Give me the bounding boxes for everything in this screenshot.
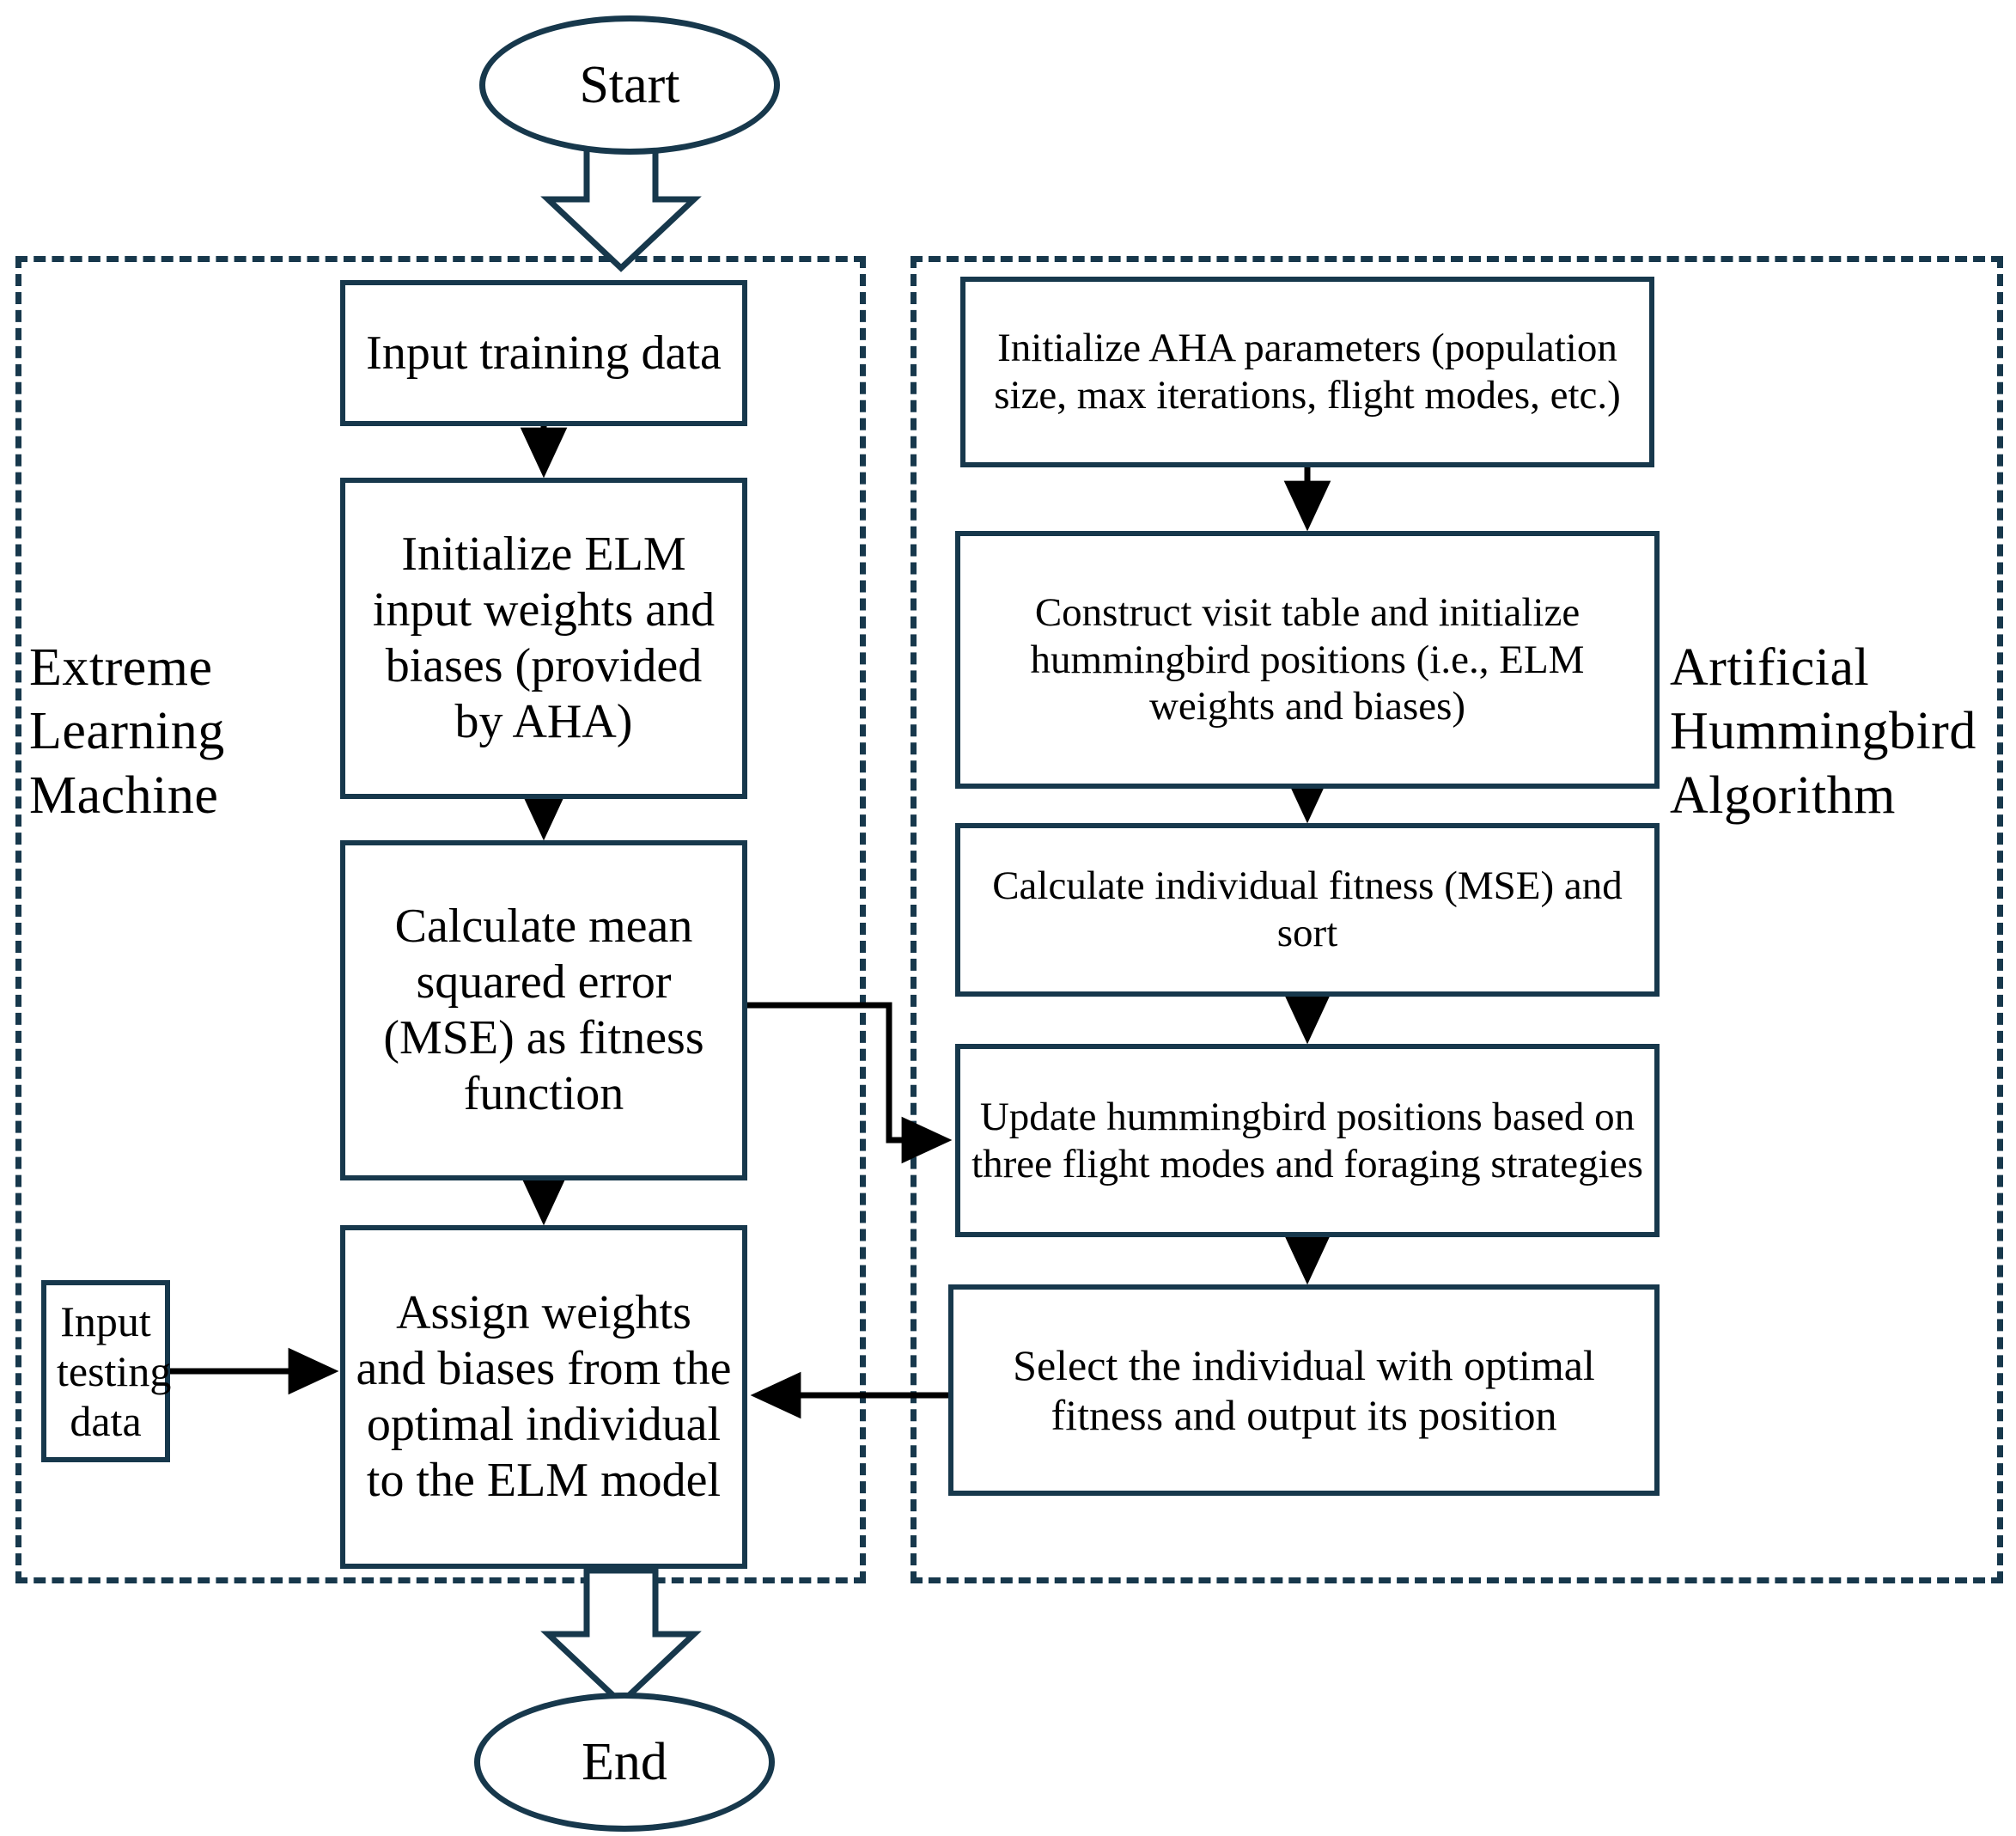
terminator-start[interactable]: Start [479, 15, 780, 155]
panel-label-artificial-hummingbird-algorithm: Artificial Hummingbird Algorithm [1670, 638, 1976, 825]
node-calculate-mse-fitness-label: Calculate mean squared error (MSE) as fi… [383, 900, 704, 1120]
node-input-testing-data[interactable]: Input testing data [41, 1280, 172, 1462]
panel-extreme-learning-machine [15, 256, 866, 1583]
block-arrow-start-to-input-training [540, 134, 702, 272]
terminator-start-label: Start [579, 55, 680, 114]
node-select-optimal-individual-label: Select the individual with optimal fitne… [1013, 1341, 1595, 1439]
node-assign-weights-to-elm-label: Assign weights and biases from the optim… [356, 1286, 732, 1507]
node-assign-weights-to-elm[interactable]: Assign weights and biases from the optim… [340, 1225, 747, 1569]
panel-artificial-hummingbird-algorithm [911, 256, 2003, 1583]
node-calculate-individual-fitness[interactable]: Calculate individual fitness (MSE) and s… [955, 823, 1660, 997]
node-initialize-elm-weights-label: Initialize ELM input weights and biases … [372, 528, 716, 748]
node-initialize-elm-weights[interactable]: Initialize ELM input weights and biases … [340, 478, 747, 799]
node-initialize-aha-parameters-label: Initialize AHA parameters (population si… [994, 326, 1621, 418]
node-input-training-data-label: Input training data [366, 326, 722, 380]
node-calculate-mse-fitness[interactable]: Calculate mean squared error (MSE) as fi… [340, 840, 747, 1180]
terminator-end[interactable]: End [474, 1693, 775, 1832]
node-input-testing-data-label: Input testing data [57, 1297, 172, 1445]
terminator-end-label: End [582, 1732, 667, 1791]
block-arrow-assign-weights-to-end [540, 1567, 702, 1707]
node-update-hummingbird-positions-label: Update hummingbird positions based on th… [971, 1094, 1643, 1186]
node-construct-visit-table[interactable]: Construct visit table and initialize hum… [955, 531, 1660, 789]
node-select-optimal-individual[interactable]: Select the individual with optimal fitne… [948, 1284, 1660, 1496]
node-update-hummingbird-positions[interactable]: Update hummingbird positions based on th… [955, 1044, 1660, 1237]
panel-label-extreme-learning-machine: Extreme Learning Machine [29, 638, 225, 825]
node-initialize-aha-parameters[interactable]: Initialize AHA parameters (population si… [960, 277, 1654, 467]
node-calculate-individual-fitness-label: Calculate individual fitness (MSE) and s… [992, 863, 1623, 955]
node-input-training-data[interactable]: Input training data [340, 280, 747, 426]
node-construct-visit-table-label: Construct visit table and initialize hum… [1030, 590, 1585, 729]
